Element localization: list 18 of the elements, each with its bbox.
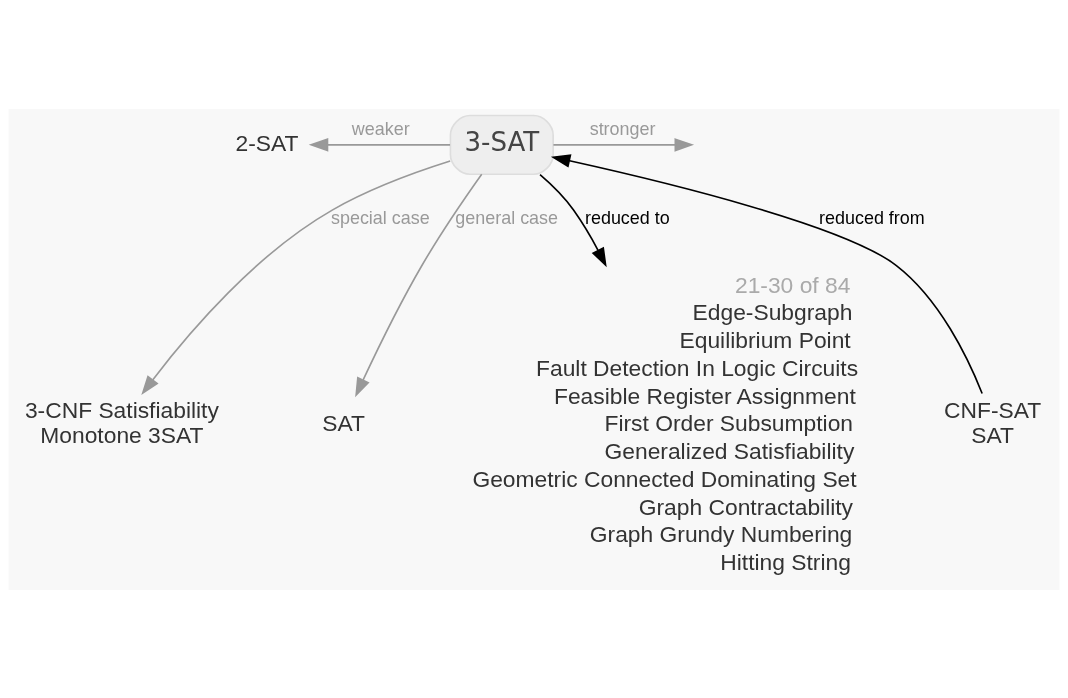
- arrow: [355, 172, 483, 397]
- arrow: [539, 173, 607, 267]
- arrow: [308, 137, 451, 152]
- edge-label: reduced from: [819, 207, 925, 228]
- node-text: CNF-SAT SAT: [944, 396, 1042, 448]
- arrow: [550, 153, 983, 394]
- arrow: [552, 137, 695, 152]
- edge-label: special case: [331, 207, 430, 228]
- node-text: 21-30 of 84 Edge-Subgraph Equilibrium Point Fault Detection In Logic Circuits Feasible Register Assignment First Order Subsumption Generalized Satisfiability Geometric Connected Dominating Set Graph Contractability Graph Grundy Numbering Hitting String: [472, 271, 859, 575]
- node-text: SAT: [322, 409, 365, 436]
- node-box: 3-SAT: [449, 114, 554, 175]
- node-text: 2-SAT: [235, 129, 299, 156]
- edge-label: general case: [455, 207, 558, 228]
- arrow: [141, 159, 451, 395]
- edge-label: weaker: [351, 118, 410, 139]
- edge-label: stronger: [589, 118, 656, 139]
- node-text: 3-CNF Satisfiability Monotone 3SAT: [24, 396, 219, 448]
- edge-label: reduced to: [585, 207, 670, 228]
